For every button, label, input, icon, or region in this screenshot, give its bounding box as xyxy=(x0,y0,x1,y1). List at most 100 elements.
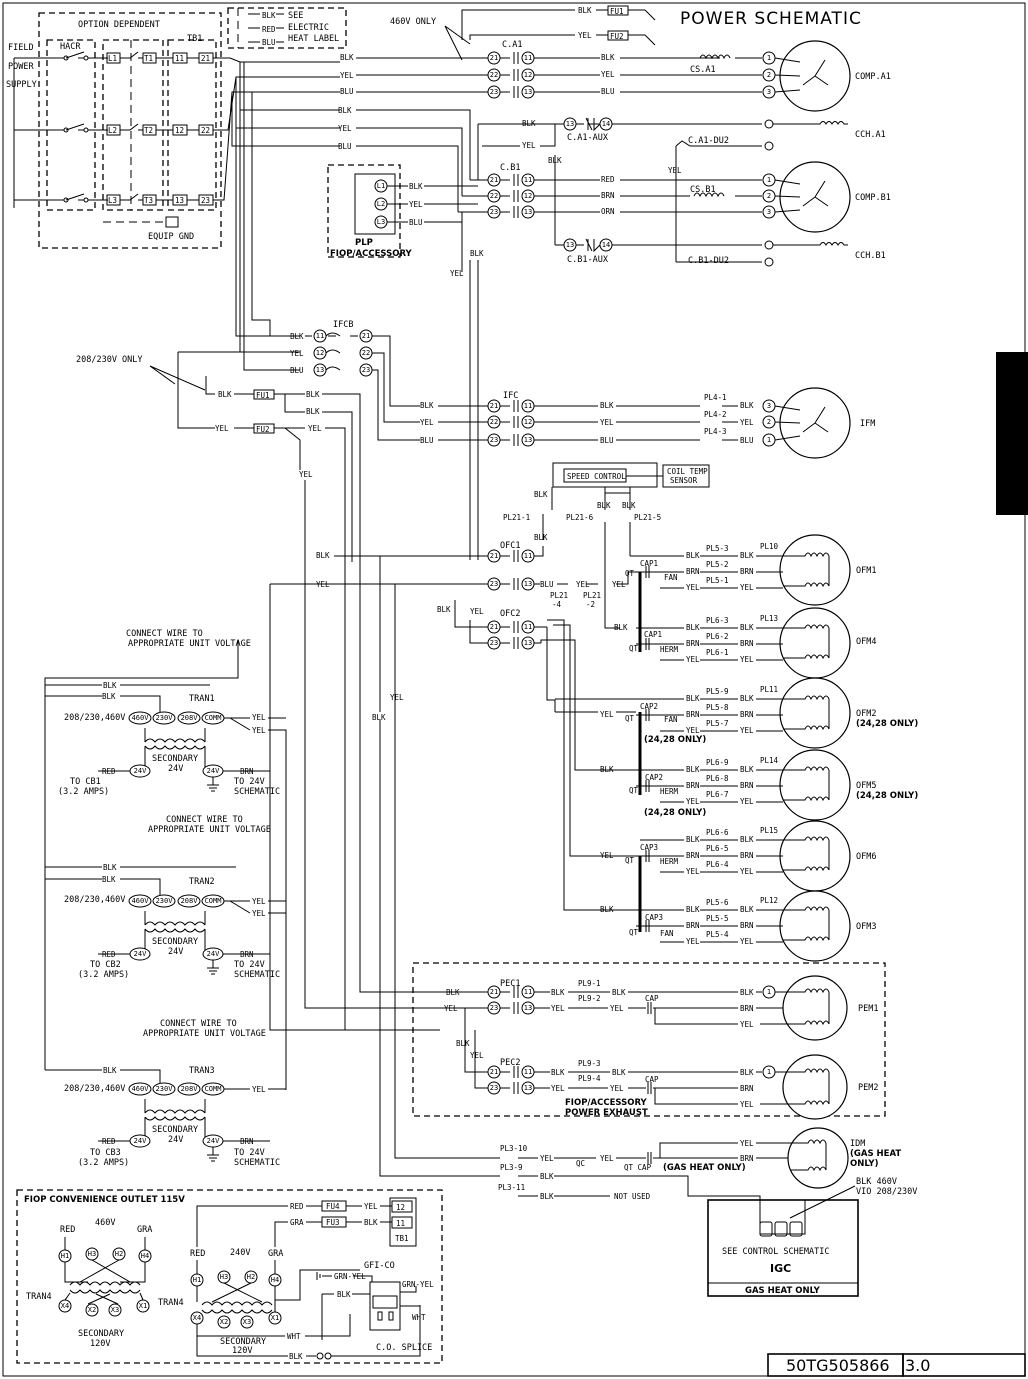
connect-wire-1a: CONNECT WIRE TO xyxy=(126,629,203,639)
svg-text:21: 21 xyxy=(490,988,498,996)
tran1-voltage: 208/230,460V xyxy=(64,713,125,723)
svg-text:PL6-2: PL6-2 xyxy=(706,632,729,641)
part-number: 50TG505866 xyxy=(786,1356,890,1375)
svg-text:24V: 24V xyxy=(207,1137,220,1145)
svg-text:YEL: YEL xyxy=(686,937,700,946)
cch-b1-label: CCH.B1 xyxy=(855,251,886,261)
tran4-right: H1 H3 H2 H4 X4 X2 X3 X1 xyxy=(190,1260,282,1329)
svg-text:13: 13 xyxy=(316,366,324,374)
svg-text:BLU: BLU xyxy=(409,218,423,227)
svg-text:BRN: BRN xyxy=(686,639,700,648)
svg-text:11: 11 xyxy=(524,988,532,996)
svg-text:PL15: PL15 xyxy=(760,826,778,835)
svg-text:BLK: BLK xyxy=(612,1068,626,1077)
svg-text:21: 21 xyxy=(490,176,498,184)
pec2-label: PEC2 xyxy=(500,1058,520,1068)
svg-text:PL6-1: PL6-1 xyxy=(706,648,729,657)
svg-text:PL4-1: PL4-1 xyxy=(704,393,727,402)
tran4-left-secondary: SECONDARY xyxy=(78,1329,124,1339)
svg-text:BLK: BLK xyxy=(470,249,484,258)
svg-text:RED: RED xyxy=(601,175,615,184)
sensor-label: SENSOR xyxy=(670,476,698,485)
svg-text:24V: 24V xyxy=(134,950,147,958)
cb3-amps-label: (3.2 AMPS) xyxy=(78,1158,129,1168)
svg-text:QT: QT xyxy=(629,928,639,937)
svg-text:BLK: BLK xyxy=(578,6,592,15)
svg-text:BLK: BLK xyxy=(340,53,354,62)
convenience-outlet-box xyxy=(16,1189,443,1364)
svg-text:BLK: BLK xyxy=(540,1172,554,1181)
idm-motor xyxy=(787,1127,849,1189)
pem2-label: PEM2 xyxy=(858,1083,878,1093)
svg-text:YEL: YEL xyxy=(215,424,229,433)
convenience-outlet-label: FIOP CONVENIENCE OUTLET 115V xyxy=(24,1195,185,1205)
svg-text:YEL: YEL xyxy=(420,418,434,427)
svg-text:CAP3: CAP3 xyxy=(640,843,658,852)
svg-text:X1: X1 xyxy=(271,1314,279,1322)
svg-text:QT: QT xyxy=(629,644,639,653)
svg-text:H4: H4 xyxy=(271,1276,279,1284)
tb1-box xyxy=(167,39,217,211)
svg-text:BRN: BRN xyxy=(740,567,754,576)
svg-text:11: 11 xyxy=(524,402,532,410)
svg-text:460V: 460V xyxy=(132,897,150,905)
electric-heat-box xyxy=(227,7,347,49)
ofm3-label: OFM3 xyxy=(856,922,876,932)
svg-text:CAP1: CAP1 xyxy=(644,630,662,639)
svg-text:21: 21 xyxy=(490,1068,498,1076)
option-dependent-box xyxy=(38,12,222,249)
svg-text:YEL: YEL xyxy=(316,580,330,589)
svg-text:X3: X3 xyxy=(111,1306,119,1314)
svg-text:BLK: BLK xyxy=(597,501,611,510)
svg-text:YEL: YEL xyxy=(522,141,536,150)
svg-text:PL21-6: PL21-6 xyxy=(566,513,594,522)
svg-text:230V: 230V xyxy=(156,897,174,905)
svg-text:H1: H1 xyxy=(193,1276,201,1284)
svg-text:TB1: TB1 xyxy=(395,1234,409,1243)
svg-text:YEL: YEL xyxy=(610,1004,624,1013)
svg-text:PL5-7: PL5-7 xyxy=(706,719,729,728)
svg-text:PL6-7: PL6-7 xyxy=(706,790,729,799)
svg-text:BRN: BRN xyxy=(240,950,254,959)
svg-text:YEL: YEL xyxy=(551,1004,565,1013)
electric-label: ELECTRIC xyxy=(288,23,329,33)
svg-text:BLK: BLK xyxy=(614,623,628,632)
svg-text:YEL: YEL xyxy=(686,797,700,806)
svg-text:1: 1 xyxy=(767,176,771,184)
svg-text:CAP: CAP xyxy=(645,994,659,1003)
svg-text:H2: H2 xyxy=(247,1273,255,1281)
svg-text:11: 11 xyxy=(175,54,184,63)
svg-text:PL5-9: PL5-9 xyxy=(706,687,729,696)
svg-text:PL21-1: PL21-1 xyxy=(503,513,530,522)
svg-text:H3: H3 xyxy=(88,1250,96,1258)
svg-text:YEL: YEL xyxy=(578,31,592,40)
svg-text:BLK: BLK xyxy=(740,551,754,560)
svg-text:BLK: BLK xyxy=(740,765,754,774)
svg-text:208V: 208V xyxy=(181,897,199,905)
svg-text:BLK: BLK xyxy=(686,623,700,632)
svg-text:BLK: BLK xyxy=(534,490,548,499)
svg-text:L2: L2 xyxy=(108,126,117,135)
svg-text:COMM: COMM xyxy=(205,714,222,722)
svg-text:23: 23 xyxy=(362,366,370,374)
svg-text:PL11: PL11 xyxy=(760,685,778,694)
svg-text:YEL: YEL xyxy=(252,909,266,918)
pem2-motor xyxy=(782,1054,848,1120)
gfi-co-label: GFI-CO xyxy=(364,1261,395,1271)
svg-text:WHT: WHT xyxy=(287,1332,301,1341)
svg-text:CAP2: CAP2 xyxy=(640,702,658,711)
svg-text:L3: L3 xyxy=(108,196,117,205)
svg-text:FAN: FAN xyxy=(664,715,678,724)
svg-text:HERM: HERM xyxy=(660,645,679,654)
svg-text:460V: 460V xyxy=(132,1085,150,1093)
svg-text:YEL: YEL xyxy=(470,607,484,616)
svg-text:24V: 24V xyxy=(134,1137,147,1145)
power-exhaust-fiop: FIOP/ACCESSORY xyxy=(565,1098,648,1108)
blk-460v-label: BLK 460V xyxy=(856,1177,897,1187)
svg-text:YEL: YEL xyxy=(364,1202,378,1211)
svg-text:HERM: HERM xyxy=(660,857,679,866)
power-exhaust-label: POWER EXHAUST xyxy=(565,1108,648,1118)
svg-text:BLK: BLK xyxy=(686,694,700,703)
